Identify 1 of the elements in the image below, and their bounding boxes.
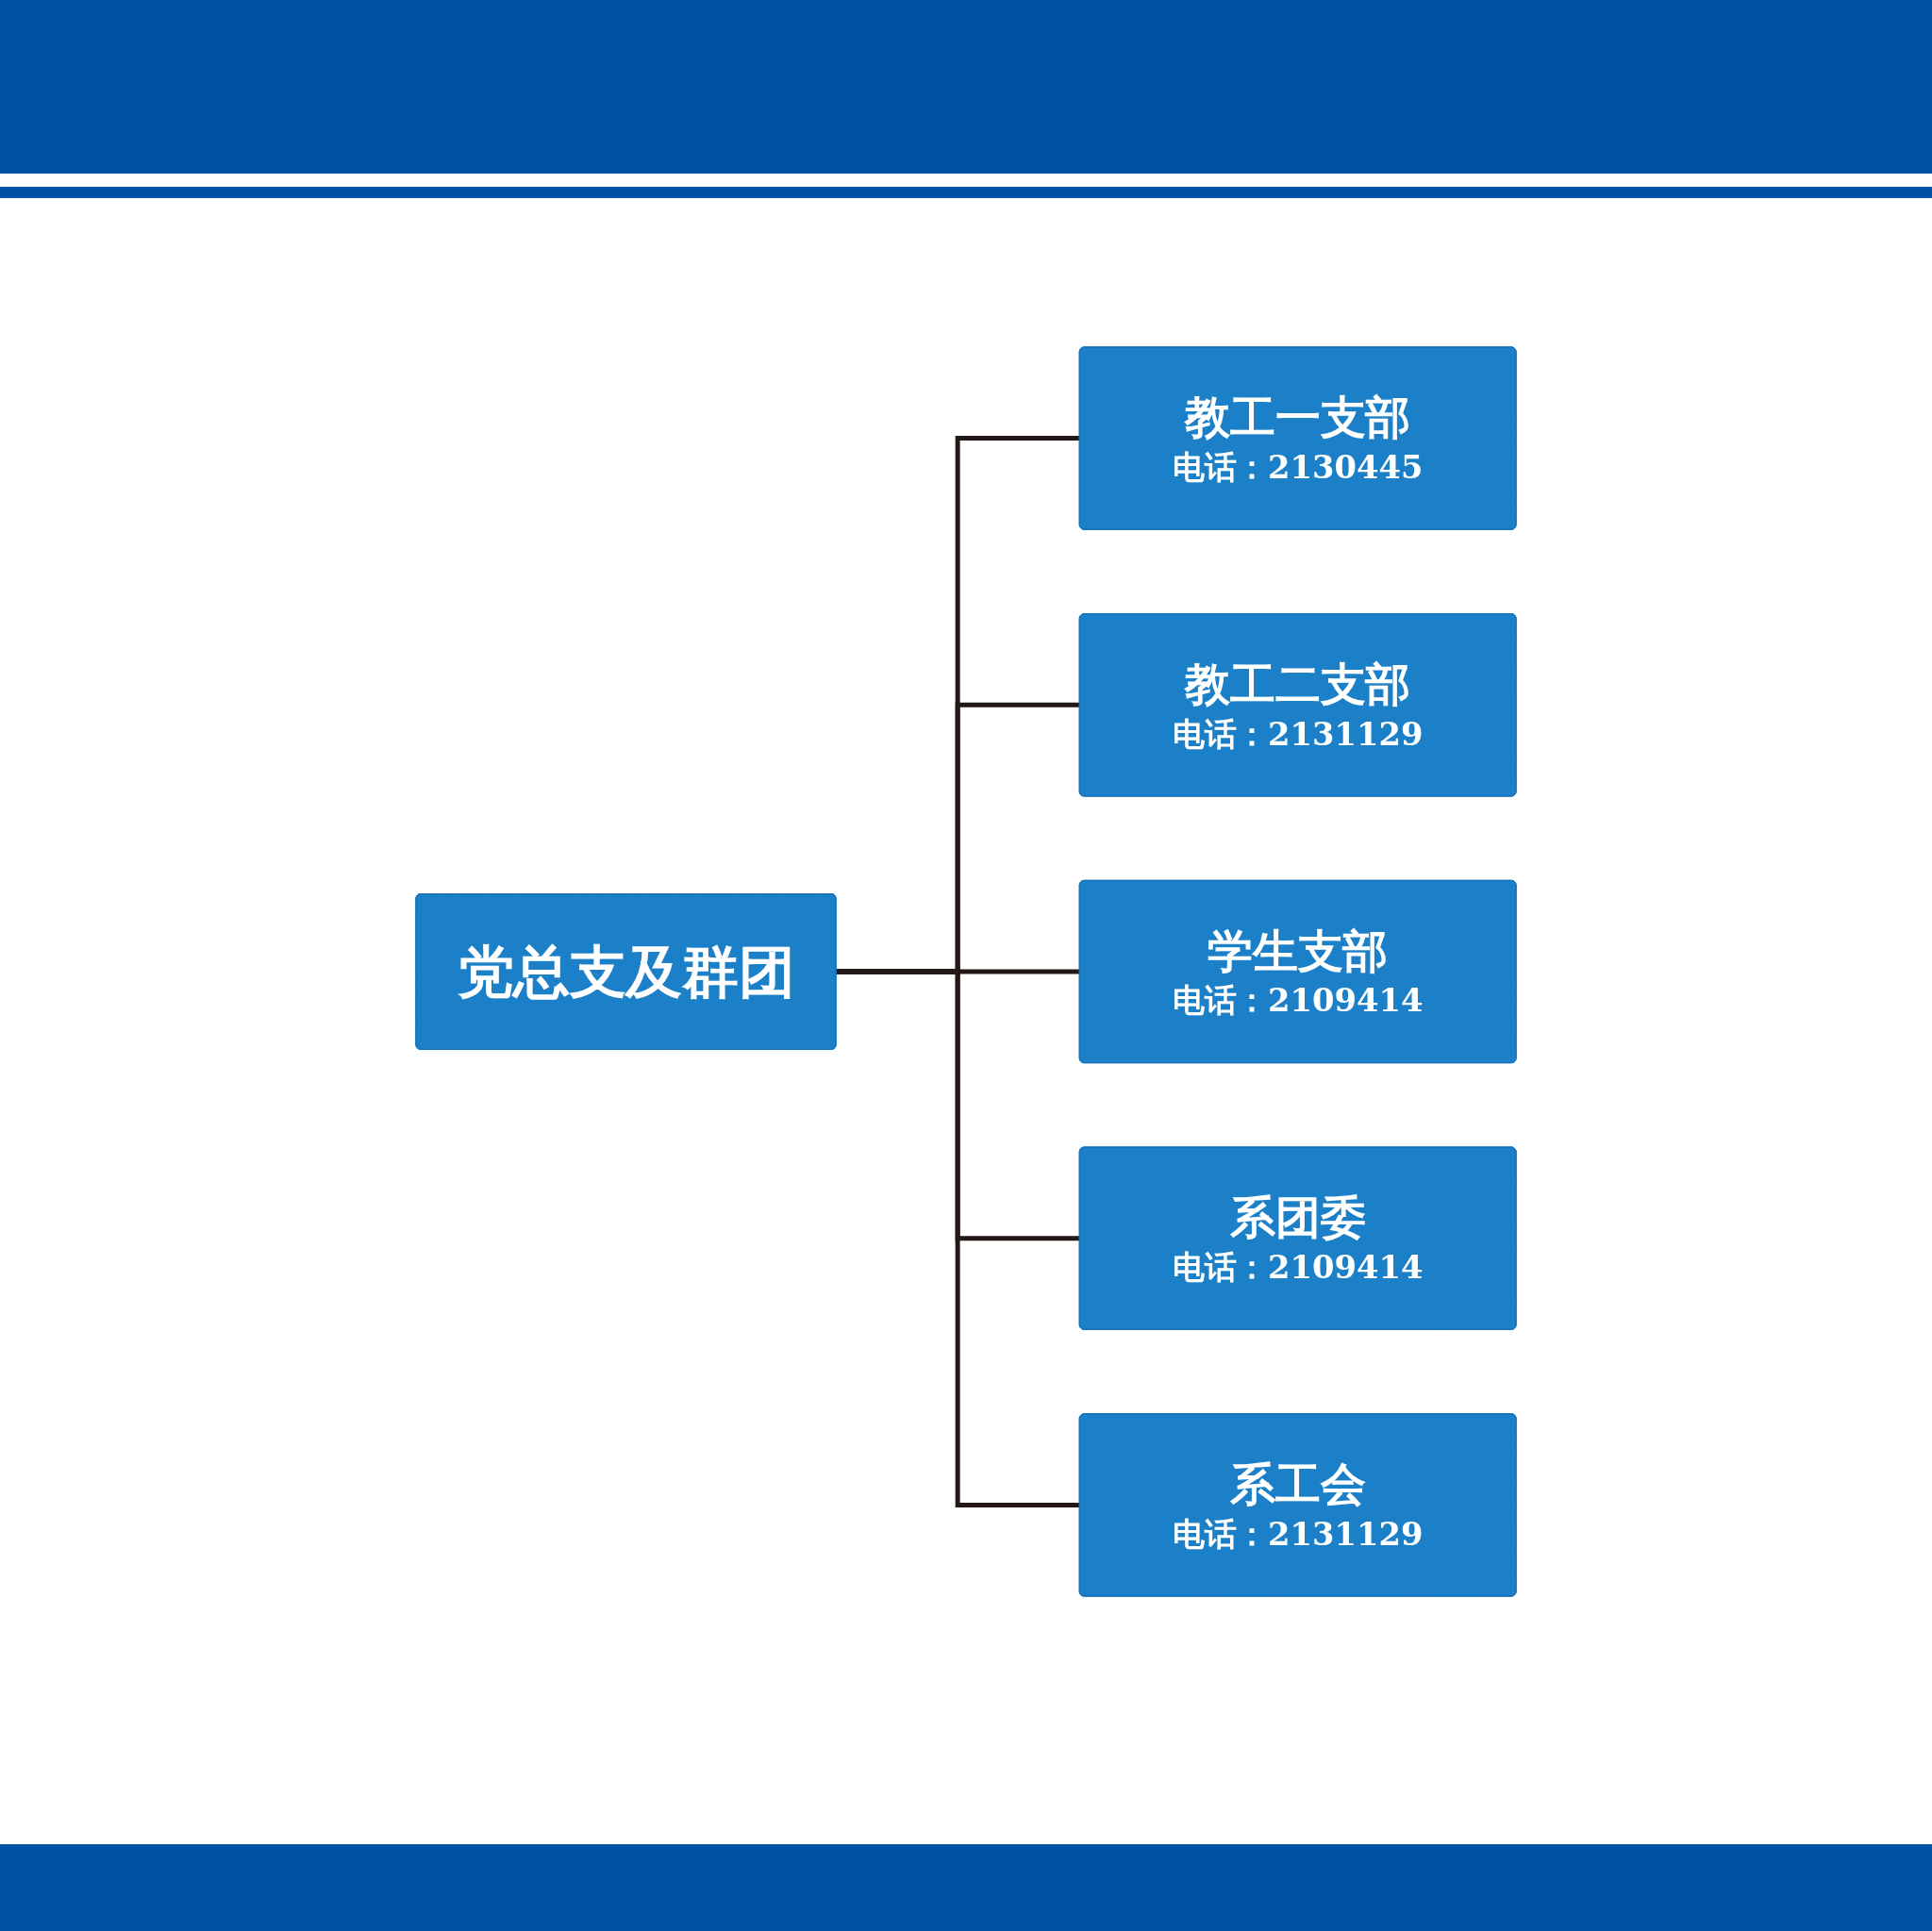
connector [836, 969, 1080, 1507]
